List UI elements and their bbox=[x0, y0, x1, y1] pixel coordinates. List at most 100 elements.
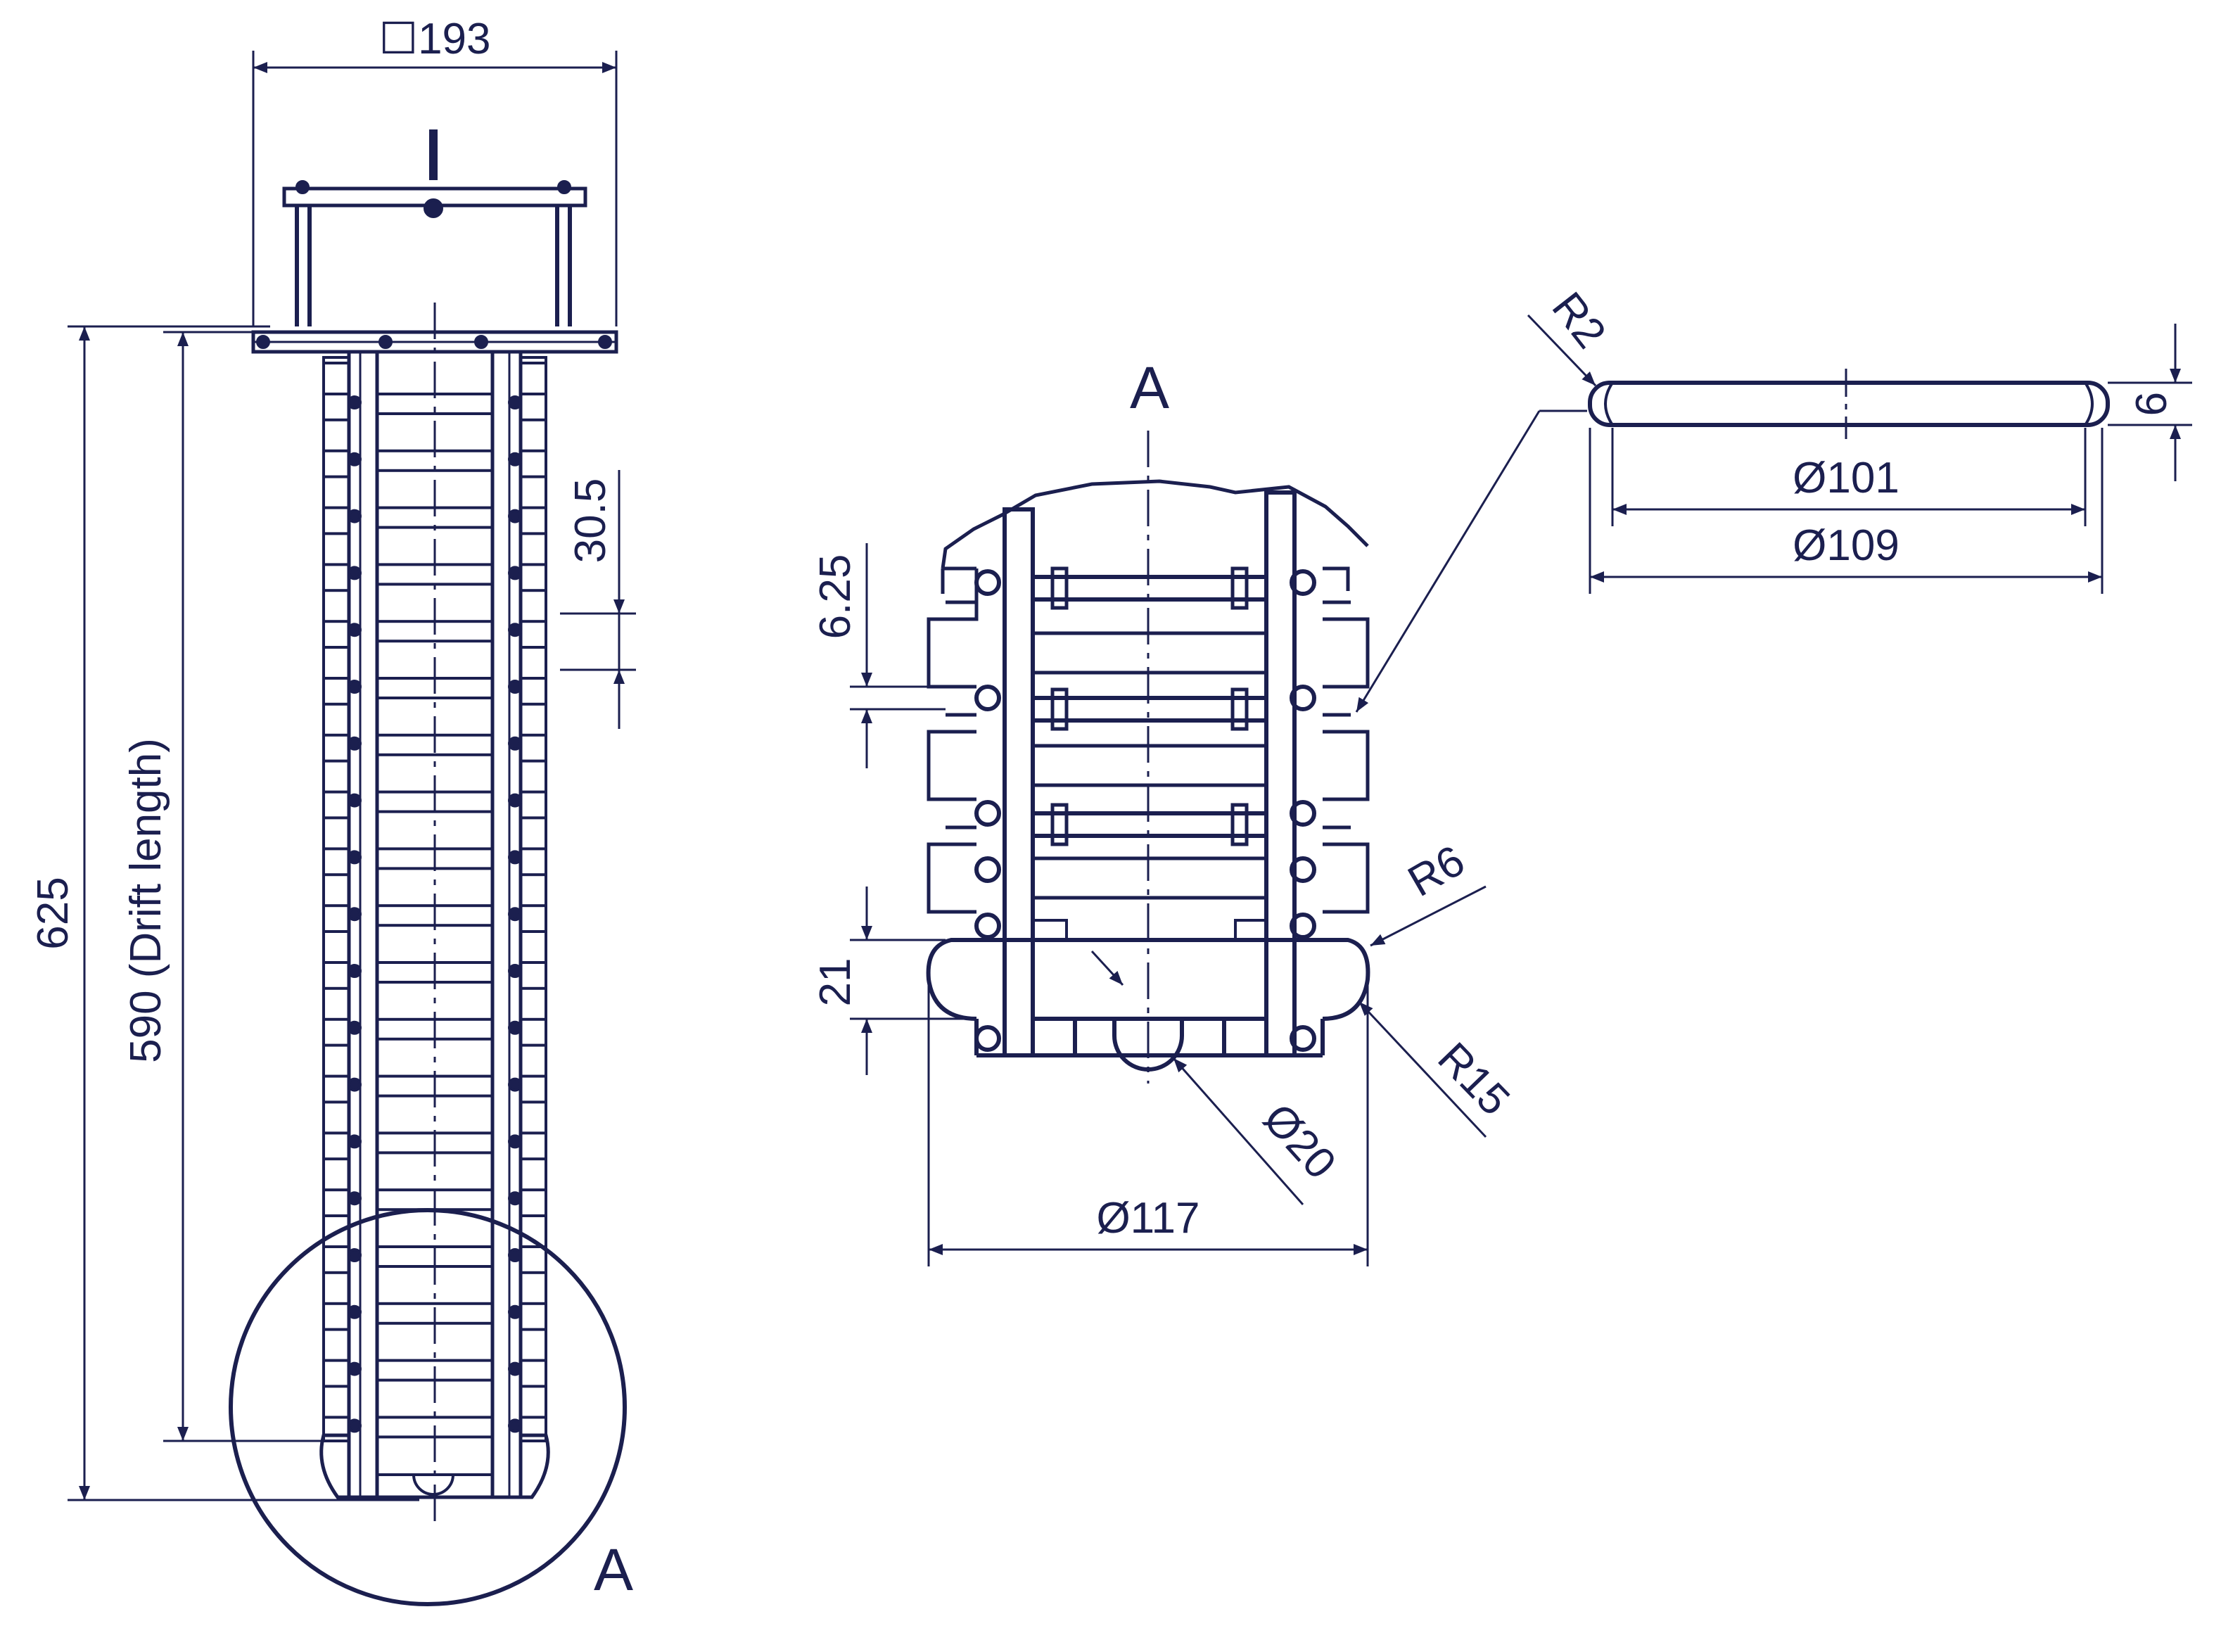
bolt bbox=[508, 1361, 522, 1376]
detail-rung bbox=[1031, 811, 1268, 838]
ring-left bbox=[322, 986, 350, 1021]
ring-left bbox=[322, 418, 350, 452]
bolt bbox=[508, 1077, 522, 1092]
rung bbox=[376, 904, 494, 927]
detail-title: A bbox=[1130, 355, 1169, 421]
rung bbox=[376, 1416, 494, 1439]
bolt bbox=[348, 452, 362, 466]
bolt bbox=[508, 736, 522, 751]
rung bbox=[376, 790, 494, 813]
rung bbox=[376, 847, 494, 870]
detail-label-a: A bbox=[594, 1537, 633, 1603]
ring-left bbox=[322, 930, 350, 964]
ring-left bbox=[322, 646, 350, 680]
detail-bolt bbox=[1290, 800, 1316, 827]
bolt bbox=[348, 680, 362, 694]
detail-bolt bbox=[1290, 856, 1316, 883]
bolt bbox=[348, 1304, 362, 1319]
ring-right bbox=[519, 646, 547, 680]
ring-right bbox=[519, 1271, 547, 1305]
dim-r6: R6 bbox=[1400, 837, 1472, 906]
rung-end bbox=[1050, 687, 1069, 731]
ring-left bbox=[322, 1043, 350, 1078]
bolt bbox=[348, 395, 362, 409]
rung bbox=[376, 1017, 494, 1041]
ring-right bbox=[519, 702, 547, 737]
rung bbox=[376, 449, 494, 472]
dim-drift-length: 590 (Drift length) bbox=[122, 738, 170, 1063]
ring-right bbox=[519, 1157, 547, 1192]
bolt bbox=[348, 623, 362, 637]
ring-right bbox=[519, 816, 547, 851]
dim-ring-thickness-9: 9 bbox=[2126, 392, 2175, 416]
bolt bbox=[348, 1191, 362, 1206]
bolt bbox=[348, 793, 362, 808]
detail-rung bbox=[1031, 575, 1268, 602]
dim-ring-radius: R2 bbox=[1543, 284, 1615, 357]
bolt bbox=[508, 1134, 522, 1149]
dim-width: ☐193 bbox=[378, 15, 490, 63]
bolt bbox=[348, 964, 362, 978]
bolt bbox=[508, 509, 522, 523]
ring-left bbox=[322, 1328, 350, 1362]
detail-rung bbox=[1031, 696, 1268, 723]
ring-right bbox=[519, 532, 547, 566]
main-view bbox=[229, 129, 627, 1606]
detail-circle bbox=[229, 1208, 627, 1606]
rung-end bbox=[1050, 803, 1069, 846]
ring-left bbox=[322, 816, 350, 851]
rung bbox=[376, 620, 494, 643]
bolt bbox=[348, 1361, 362, 1376]
dim-r15: R15 bbox=[1428, 1034, 1519, 1125]
ring-right bbox=[519, 930, 547, 964]
ring-stack bbox=[322, 362, 547, 1439]
dim-ring-inner-diameter: Ø101 bbox=[1793, 454, 1899, 502]
ring-right bbox=[519, 1100, 547, 1135]
rung bbox=[376, 961, 494, 984]
rung bbox=[376, 733, 494, 756]
ring-right bbox=[519, 1385, 547, 1419]
bolt bbox=[508, 1020, 522, 1035]
bolt bbox=[508, 566, 522, 580]
bolt bbox=[508, 1248, 522, 1262]
ring-left bbox=[322, 589, 350, 623]
rung bbox=[376, 393, 494, 415]
bolt bbox=[348, 1134, 362, 1149]
ring-right bbox=[519, 986, 547, 1021]
detail-bolt bbox=[974, 913, 1001, 939]
main-dimensions bbox=[68, 51, 636, 1501]
rung-end bbox=[1230, 566, 1249, 610]
ring-left bbox=[322, 759, 350, 794]
detail-bolt bbox=[1290, 913, 1316, 939]
ring-left bbox=[322, 1214, 350, 1248]
ring-right bbox=[519, 759, 547, 794]
ring-left bbox=[322, 873, 350, 908]
bolt bbox=[348, 566, 362, 580]
ring-left bbox=[322, 532, 350, 566]
ring-left bbox=[322, 1157, 350, 1192]
bolt bbox=[508, 1304, 522, 1319]
rung-end bbox=[1230, 803, 1249, 846]
bolt bbox=[508, 907, 522, 922]
ring-right bbox=[519, 475, 547, 509]
detail-bolt bbox=[974, 685, 1001, 711]
detail-bolt bbox=[1290, 685, 1316, 711]
rung bbox=[376, 1302, 494, 1325]
ring-left bbox=[322, 1100, 350, 1135]
bolt bbox=[508, 680, 522, 694]
bolt bbox=[508, 452, 522, 466]
rung bbox=[376, 677, 494, 699]
ring-left bbox=[322, 702, 350, 737]
rung bbox=[376, 506, 494, 529]
detail-bolt bbox=[974, 569, 1001, 596]
detail-bolt bbox=[974, 856, 1001, 883]
detail-bolt bbox=[1290, 1025, 1316, 1052]
rung bbox=[376, 1245, 494, 1268]
bolt bbox=[508, 395, 522, 409]
dim-ring-thickness: 6.25 bbox=[811, 554, 860, 640]
bolt bbox=[508, 1418, 522, 1433]
detail-bolt bbox=[1290, 569, 1316, 596]
detail-bolt bbox=[974, 800, 1001, 827]
rung bbox=[376, 1131, 494, 1155]
